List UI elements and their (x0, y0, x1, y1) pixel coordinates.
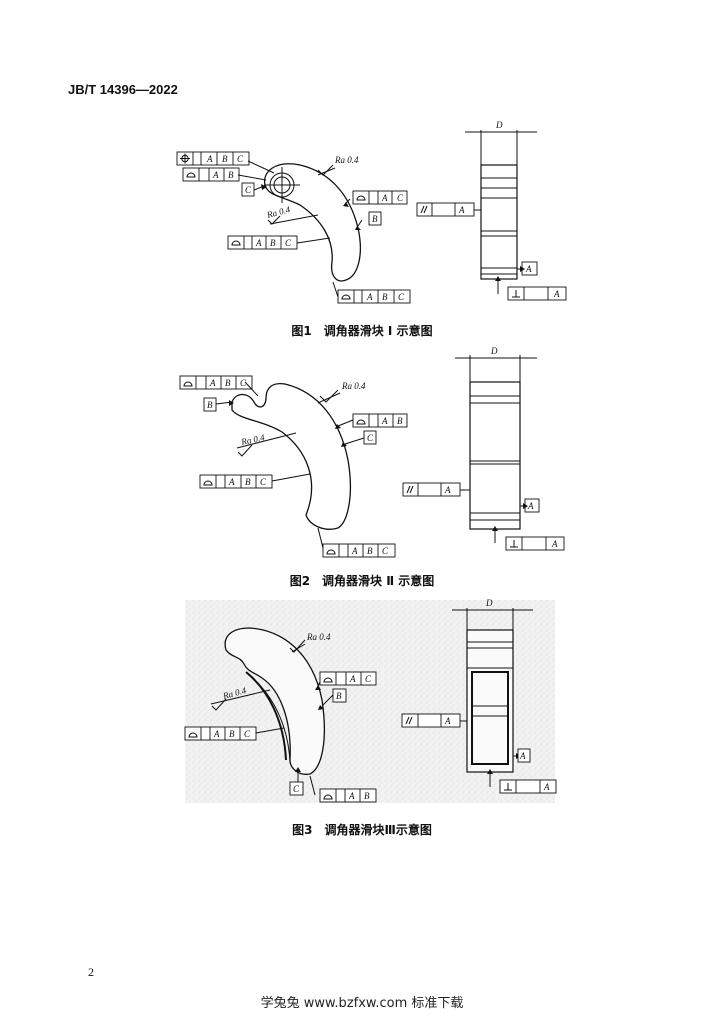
fig3-perp-a: A (543, 782, 550, 792)
fig2-dim-d: D (490, 346, 498, 356)
fig1-dim-d: D (495, 120, 503, 130)
fig2-bot-a: A (351, 546, 358, 556)
fig2-ab-a: A (381, 416, 388, 426)
slider-body (263, 163, 361, 282)
fig2-inner-b: B (245, 477, 251, 487)
fig1-bot-c: C (398, 292, 405, 302)
figure-1: A B C A B C Ra 0.4 A C B Ra 0.4 A B C A … (0, 110, 724, 320)
fig1-pos-b: B (222, 154, 228, 164)
standard-number: JB/T 14396—2022 (68, 82, 178, 97)
fig2-top-b: B (225, 378, 231, 388)
figure-2-caption: 图2 调角器滑块 Ⅱ 示意图 (289, 574, 435, 588)
fig2-datum-c: C (367, 433, 374, 443)
fig1-pos-a: A (206, 154, 213, 164)
fig3-datum-c: C (293, 784, 300, 794)
fig2-roughness-2: Ra 0.4 (239, 432, 266, 447)
fig3-inner-b: B (229, 729, 235, 739)
fig2-datum-a: A (527, 501, 534, 511)
fig1-perp-a: A (553, 289, 560, 299)
fig3-datum-a: A (519, 751, 526, 761)
fig2-par-a: A (444, 485, 451, 495)
fig2-inner-a: A (228, 477, 235, 487)
fig1-ac-a: A (381, 193, 388, 203)
fig1-par-a: A (458, 205, 465, 215)
figure-1-caption: 图1 调角器滑块 Ⅰ 示意图 (291, 324, 433, 338)
side-view (480, 164, 518, 280)
side-view (466, 629, 514, 773)
fig1-datum-a: A (525, 264, 532, 274)
fig2-roughness: Ra 0.4 (341, 381, 366, 391)
fig3-ab-a: A (348, 791, 355, 801)
slider-body (231, 382, 351, 530)
figure-2: A B C B Ra 0.4 A B C Ra 0.4 A B C A B C … (0, 345, 724, 565)
fig3-dim-d: D (485, 598, 493, 608)
fig1-datum-b: B (372, 214, 378, 224)
fig1-bot-b: B (382, 292, 388, 302)
fig2-bot-c: C (382, 546, 389, 556)
fig1-roughness: Ra 0.4 (334, 155, 359, 165)
figure-2-drawing: A B C B Ra 0.4 A B C Ra 0.4 A B C A B C … (179, 346, 565, 558)
figure-3: Ra 0.4 A C B Ra 0.4 A B C C A B A A A D (0, 598, 724, 808)
fig1-pos-c: C (237, 154, 244, 164)
fig2-bot-b: B (367, 546, 373, 556)
fig1-ac-c: C (397, 193, 404, 203)
side-view (469, 381, 521, 530)
fig1-bot-a: A (366, 292, 373, 302)
fig2-datum-b: B (207, 400, 213, 410)
fig2-ab-b: B (397, 416, 403, 426)
fig1-inner-b: B (270, 238, 276, 248)
fig3-par-a: A (444, 716, 451, 726)
figure-1-drawing: A B C A B C Ra 0.4 A C B Ra 0.4 A B C A … (176, 120, 567, 304)
fig1-ab-a: A (212, 170, 219, 180)
slider-body (224, 627, 325, 775)
fig2-top-a: A (209, 378, 216, 388)
fig3-inner-a: A (213, 729, 220, 739)
fig2-perp-a: A (551, 539, 558, 549)
fig3-ac-a: A (349, 674, 356, 684)
page-number: 2 (88, 965, 94, 979)
figure-3-drawing: Ra 0.4 A C B Ra 0.4 A B C C A B A A A D (184, 598, 557, 803)
footer-watermark[interactable]: 学兔兔 www.bzfxw.com 标准下载 (260, 996, 464, 1011)
fig3-inner-c: C (244, 729, 251, 739)
fig2-top-c: C (240, 378, 247, 388)
fig3-ac-c: C (365, 674, 372, 684)
fig2-inner-c: C (260, 477, 267, 487)
fig1-ab-b: B (228, 170, 234, 180)
fig1-inner-c: C (285, 238, 292, 248)
fig3-roughness: Ra 0.4 (306, 632, 331, 642)
fig3-datum-b: B (336, 691, 342, 701)
fig3-ab-b: B (364, 791, 370, 801)
fig1-datum-c: C (245, 185, 252, 195)
fig1-inner-a: A (255, 238, 262, 248)
figure-3-caption: 图3 调角器滑块Ⅲ示意图 (292, 823, 432, 837)
